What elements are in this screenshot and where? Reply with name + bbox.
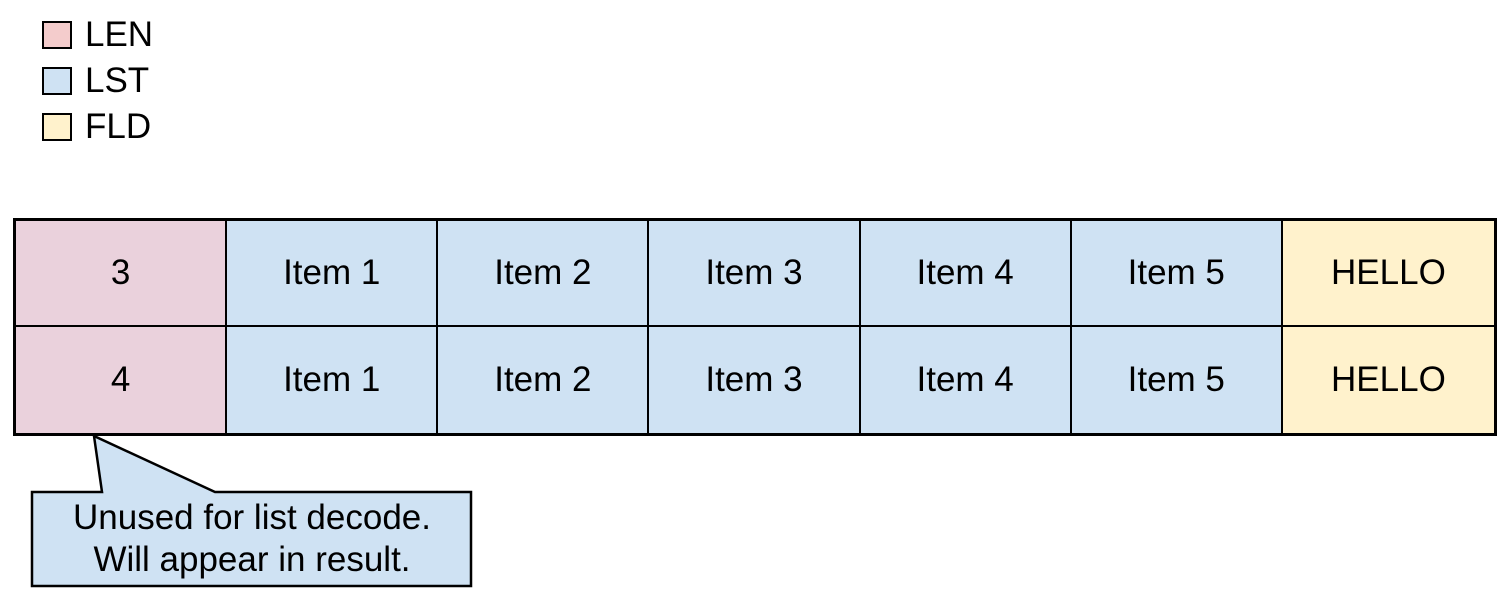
len-cell-r0: 3 <box>16 221 228 327</box>
legend: LEN LST FLD <box>42 15 154 146</box>
field-cell-r1: HELLO <box>1282 327 1494 433</box>
lst-color-swatch <box>42 67 72 95</box>
legend-label-lst: LST <box>85 61 150 100</box>
item-cell-r0c2: Item 3 <box>649 221 861 327</box>
legend-label-fld: FLD <box>85 107 152 146</box>
legend-item-lst: LST <box>42 61 153 100</box>
item-cell-r1c2: Item 3 <box>649 327 861 433</box>
item-cell-r1c4: Item 5 <box>1071 327 1283 433</box>
item-cell-r0c1: Item 2 <box>438 221 650 327</box>
item-cell-r1c1: Item 2 <box>438 327 650 433</box>
item-cell-r1c3: Item 4 <box>860 327 1072 433</box>
item-cell-r0c0: Item 1 <box>227 221 439 327</box>
item-cell-r0c3: Item 4 <box>860 221 1072 327</box>
item-cell-r1c0: Item 1 <box>227 327 439 433</box>
len-color-swatch <box>42 21 72 49</box>
callout-text: Unused for list decode. Will appear in r… <box>32 492 472 586</box>
byte-sequence-table: 3 Item 1 Item 2 Item 3 Item 4 Item 5 HEL… <box>13 218 1497 436</box>
item-cell-r0c4: Item 5 <box>1071 221 1283 327</box>
legend-label-len: LEN <box>85 15 154 54</box>
callout-line-2: Will appear in result. <box>93 540 411 579</box>
len-cell-r1: 4 <box>16 327 228 433</box>
legend-item-len: LEN <box>42 15 154 54</box>
field-cell-r0: HELLO <box>1282 221 1494 327</box>
legend-item-fld: FLD <box>42 107 153 146</box>
callout-line-1: Unused for list decode. <box>73 498 431 537</box>
fld-color-swatch <box>42 113 72 141</box>
